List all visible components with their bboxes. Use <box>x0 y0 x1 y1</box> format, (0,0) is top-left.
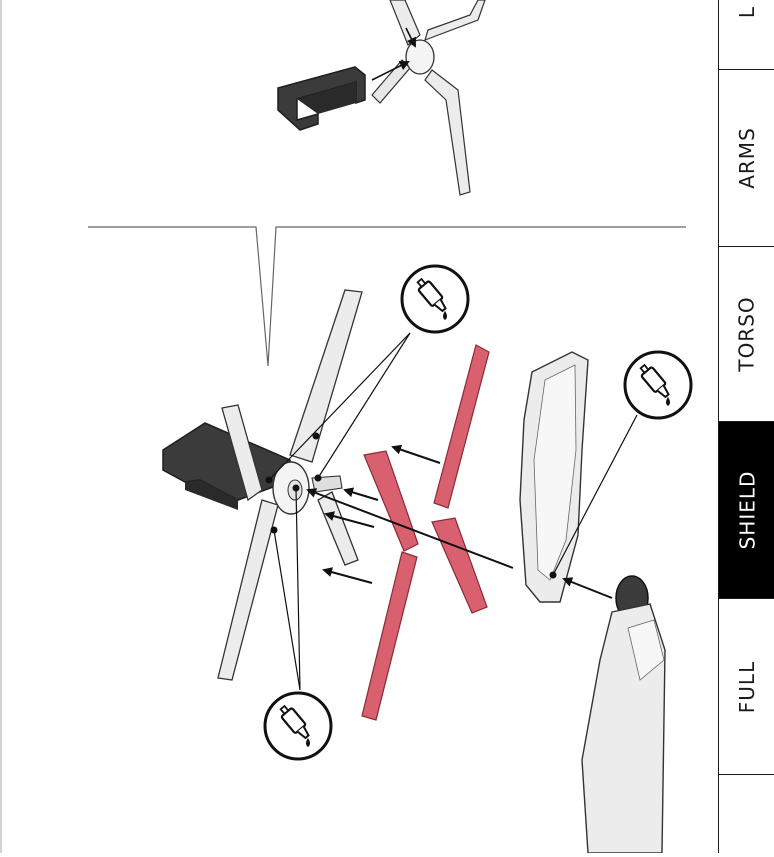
tab-shield-label: SHIELD <box>735 470 759 550</box>
main-shield-assembly <box>162 289 666 854</box>
callout-line <box>88 226 686 367</box>
glue-bottle-icon <box>263 691 333 761</box>
glue-bottle-icon <box>623 350 693 420</box>
tab-arms-label: ARMS <box>735 127 759 189</box>
tab-shield[interactable]: SHIELD <box>719 422 774 599</box>
top-stand-assembly <box>277 0 486 196</box>
tab-legs-label: L <box>735 5 759 18</box>
tab-torso-label: TORSO <box>735 296 760 372</box>
tab-torso[interactable]: TORSO <box>719 247 774 422</box>
tab-full[interactable]: FULL <box>719 599 774 775</box>
section-tab-bar: L ARMS TORSO SHIELD FULL <box>718 0 774 853</box>
tab-full-label: FULL <box>735 660 759 713</box>
tab-next[interactable] <box>719 775 774 855</box>
page-edge-rule <box>0 0 2 853</box>
tab-arms[interactable]: ARMS <box>719 70 774 247</box>
glue-bottle-icon <box>400 264 470 334</box>
assembly-instructions-diagram <box>88 0 693 854</box>
tab-legs[interactable]: L <box>719 0 774 70</box>
